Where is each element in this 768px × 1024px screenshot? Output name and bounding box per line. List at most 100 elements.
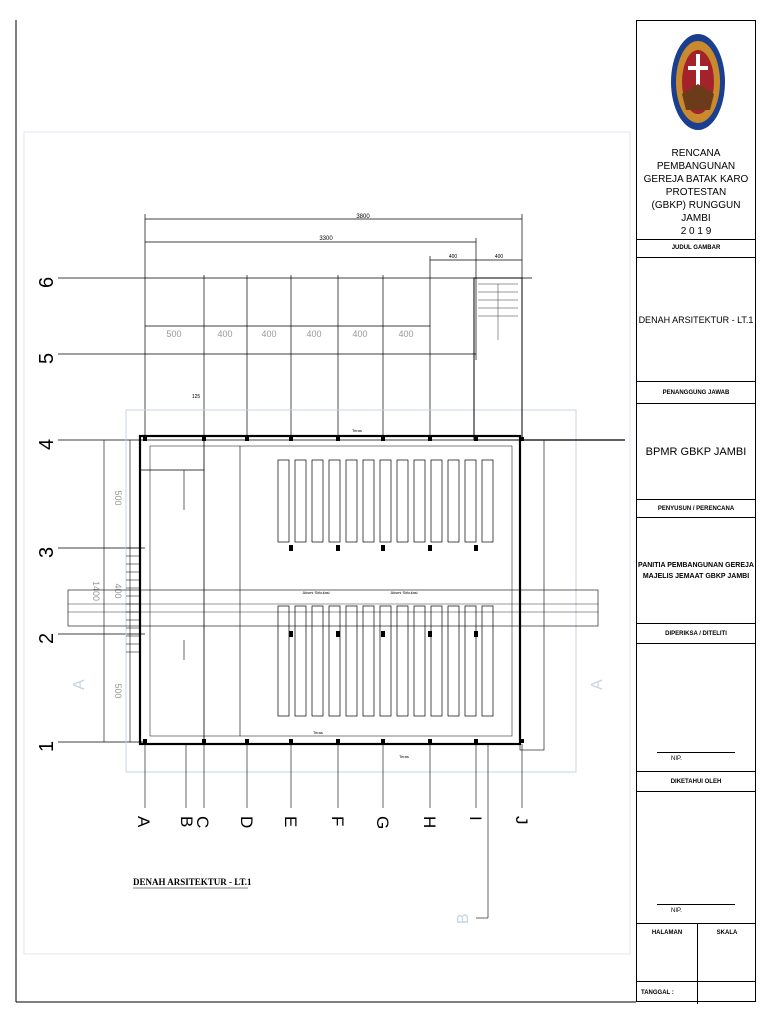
grid-col-e: E bbox=[281, 816, 300, 827]
dim-left-4: 500 bbox=[113, 683, 123, 698]
label-teras-bottom: Teras bbox=[313, 730, 323, 735]
diketahui-signature-line bbox=[657, 904, 735, 905]
tanggal-label: TANGGAL : bbox=[641, 990, 674, 996]
column-grid-lines bbox=[144, 744, 523, 919]
pew-2-9 bbox=[413, 605, 426, 717]
pew-2-6 bbox=[362, 605, 375, 717]
pew-2-1 bbox=[277, 605, 290, 717]
pew-2-10 bbox=[430, 605, 443, 717]
judul-text: DENAH ARSITEKTUR - LT.1 bbox=[638, 314, 754, 325]
dim-bay-2: 400 bbox=[217, 329, 232, 339]
tanggal-row: TANGGAL : bbox=[637, 981, 755, 1004]
skala-label: SKALA bbox=[716, 930, 738, 936]
grid-col-f: F bbox=[328, 816, 347, 826]
dim-bay-5: 400 bbox=[352, 329, 367, 339]
penyusun-value: PANITIA PEMBANGUNAN GEREJA MAJELIS JEMAA… bbox=[637, 517, 755, 623]
pew-1-7 bbox=[379, 459, 392, 543]
section-mark-a-right: A bbox=[589, 679, 606, 690]
grid-row-1: 1 bbox=[36, 741, 58, 752]
label-aisle-1: Akses Sirkulasi bbox=[302, 590, 329, 595]
project-line-3: (GBKP) RUNGGUN JAMBI bbox=[651, 200, 741, 224]
section-mark-a-left: A bbox=[71, 679, 88, 690]
grid-row-5: 5 bbox=[36, 353, 58, 364]
section-mark-b: B bbox=[455, 913, 472, 924]
dim-overall: 3800 bbox=[356, 214, 370, 220]
pew-1-13 bbox=[481, 459, 494, 543]
diperiksa-signature-area: NIP. bbox=[637, 643, 755, 771]
penanggung-text: BPMR GBKP JAMBI bbox=[645, 445, 747, 458]
diketahui-signature-area: NIP. bbox=[637, 791, 755, 923]
dim-left-1: 500 bbox=[113, 490, 123, 505]
pew-1-5 bbox=[345, 459, 358, 543]
pew-rows bbox=[277, 459, 494, 717]
diperiksa-nip: NIP. bbox=[671, 756, 682, 762]
pew-1-9 bbox=[413, 459, 426, 543]
pew-1-2 bbox=[294, 459, 307, 543]
pew-1-3 bbox=[311, 459, 324, 543]
grid-row-6: 6 bbox=[36, 277, 58, 288]
row-grid-lines bbox=[58, 277, 625, 743]
pew-1-4 bbox=[328, 459, 341, 543]
grid-row-2: 2 bbox=[36, 633, 58, 644]
penyusun-line-2: MAJELIS JEMAAT GBKP JAMBI bbox=[642, 572, 750, 580]
grid-col-d: D bbox=[237, 816, 256, 828]
pew-2-12 bbox=[464, 605, 477, 717]
project-line-4: 2 0 1 9 bbox=[680, 226, 712, 237]
tanggal-divider bbox=[697, 982, 698, 1004]
floor-plan bbox=[67, 277, 625, 773]
pew-2-4 bbox=[328, 605, 341, 717]
dim-stair-2: 400 bbox=[495, 254, 504, 260]
dim-left-3: 400 bbox=[113, 583, 123, 598]
pew-1-11 bbox=[447, 459, 460, 543]
grid-col-j: J bbox=[512, 816, 531, 825]
pew-1-8 bbox=[396, 459, 409, 543]
grid-col-i: I bbox=[466, 816, 485, 821]
dimensions-left bbox=[103, 440, 131, 742]
dim-inner: 3300 bbox=[319, 236, 333, 242]
diperiksa-label: DIPERIKSA / DITELITI bbox=[637, 623, 755, 643]
pew-2-7 bbox=[379, 605, 392, 717]
project-title: RENCANA PEMBANGUNAN GEREJA BATAK KARO PR… bbox=[637, 147, 755, 238]
gbkp-logo bbox=[671, 34, 725, 130]
title-block: RENCANA PEMBANGUNAN GEREJA BATAK KARO PR… bbox=[636, 20, 756, 1004]
grid-col-c: C bbox=[193, 816, 212, 828]
pew-1-12 bbox=[464, 459, 477, 543]
judul-gambar-label: JUDUL GAMBAR bbox=[637, 239, 755, 257]
viewport-frame bbox=[23, 131, 631, 955]
dimensions-top bbox=[144, 214, 523, 440]
structural-columns bbox=[143, 437, 524, 743]
grid-col-g: G bbox=[373, 816, 392, 829]
pew-2-2 bbox=[294, 605, 307, 717]
pew-2-5 bbox=[345, 605, 358, 717]
dim-left-2: 1400 bbox=[91, 581, 101, 601]
diketahui-label: DIKETAHUI OLEH bbox=[637, 771, 755, 791]
drawing-caption: DENAH ARSITEKTUR - LT.1 bbox=[133, 877, 252, 887]
pew-2-11 bbox=[447, 605, 460, 717]
dim-bay-4: 400 bbox=[306, 329, 321, 339]
label-teras-top: Teras bbox=[352, 428, 362, 433]
pew-2-8 bbox=[396, 605, 409, 717]
penanggung-jawab-label: PENANGGUNG JAWAB bbox=[637, 381, 755, 403]
pew-1-10 bbox=[430, 459, 443, 543]
halaman-label: HALAMAN bbox=[651, 930, 683, 936]
grid-col-a: A bbox=[134, 816, 153, 828]
halaman-skala-row: HALAMAN SKALA bbox=[637, 923, 755, 982]
project-line-2: GEREJA BATAK KARO PROTESTAN bbox=[643, 174, 749, 198]
dim-bay-6: 400 bbox=[398, 329, 413, 339]
dim-bay-1: 500 bbox=[166, 329, 181, 339]
penyusun-label: PENYUSUN / PERENCANA bbox=[637, 499, 755, 517]
grid-row-3: 3 bbox=[36, 547, 58, 558]
penanggung-jawab-value: BPMR GBKP JAMBI bbox=[637, 403, 755, 499]
label-teras-outer: Teras bbox=[399, 754, 409, 759]
penyusun-line-1: PANITIA PEMBANGUNAN GEREJA bbox=[638, 561, 754, 569]
diketahui-nip: NIP. bbox=[671, 908, 682, 914]
pew-1-6 bbox=[362, 459, 375, 543]
label-aisle-2: Akses Sirkulasi bbox=[390, 590, 417, 595]
dim-bay-3: 400 bbox=[261, 329, 276, 339]
dim-stair-1: 400 bbox=[449, 254, 458, 260]
pew-1-1 bbox=[277, 459, 290, 543]
pew-2-13 bbox=[481, 605, 494, 717]
project-line-1: RENCANA PEMBANGUNAN bbox=[656, 148, 736, 172]
halaman-skala-divider bbox=[697, 924, 698, 982]
